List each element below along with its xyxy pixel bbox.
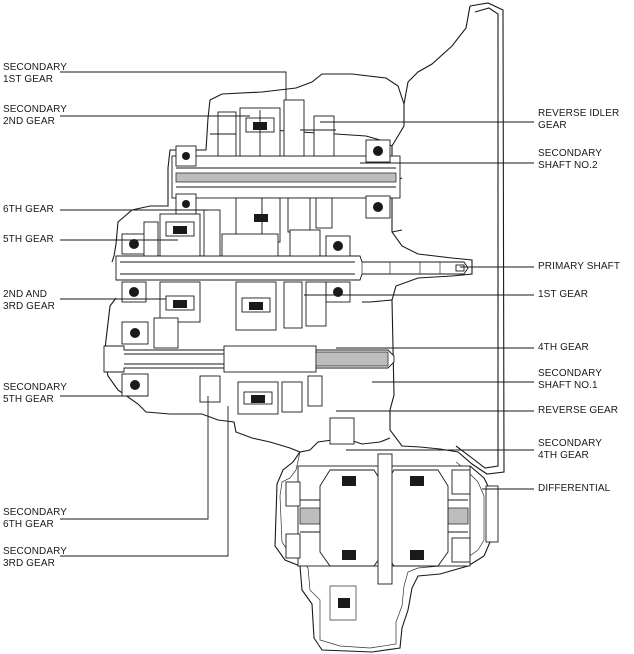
label-secondary-4th-gear: SECONDARY 4TH GEAR	[538, 438, 603, 461]
label-secondary-6th-gear: SECONDARY 6TH GEAR	[3, 507, 68, 530]
label-5th-gear: 5TH GEAR	[3, 234, 54, 245]
label-secondary-5th-gear: SECONDARY 5TH GEAR	[3, 382, 68, 405]
label-secondary-1st-gear: SECONDARY 1ST GEAR	[3, 62, 68, 85]
leader-secondary-1st-gear	[60, 71, 287, 100]
leader-secondary-6th-gear	[60, 396, 209, 520]
label-reverse-gear: REVERSE GEAR	[538, 405, 619, 416]
differential-assembly	[285, 453, 499, 621]
leader-lines	[60, 71, 534, 557]
label-secondary-shaft-no1: SECONDARY SHAFT NO.1	[538, 368, 603, 391]
label-secondary-2nd-gear: SECONDARY 2ND GEAR	[3, 104, 68, 127]
primary-shaft-assembly	[115, 209, 469, 331]
label-1st-gear: 1ST GEAR	[538, 289, 589, 300]
label-6th-gear: 6TH GEAR	[3, 204, 54, 215]
label-reverse-idler-gear: REVERSE IDLER GEAR	[538, 108, 620, 131]
secondary-shaft-no2-assembly	[171, 99, 401, 243]
label-2nd-and-3rd-gear: 2ND AND 3RD GEAR	[3, 289, 55, 312]
label-differential: DIFFERENTIAL	[538, 483, 611, 494]
leader-secondary-3rd-gear	[60, 406, 229, 557]
label-4th-gear: 4TH GEAR	[538, 342, 589, 353]
label-secondary-shaft-no2: SECONDARY SHAFT NO.2	[538, 148, 603, 171]
label-primary-shaft: PRIMARY SHAFT	[538, 261, 621, 272]
label-secondary-3rd-gear: SECONDARY 3RD GEAR	[3, 546, 68, 569]
secondary-shaft-no1-assembly	[103, 317, 395, 445]
